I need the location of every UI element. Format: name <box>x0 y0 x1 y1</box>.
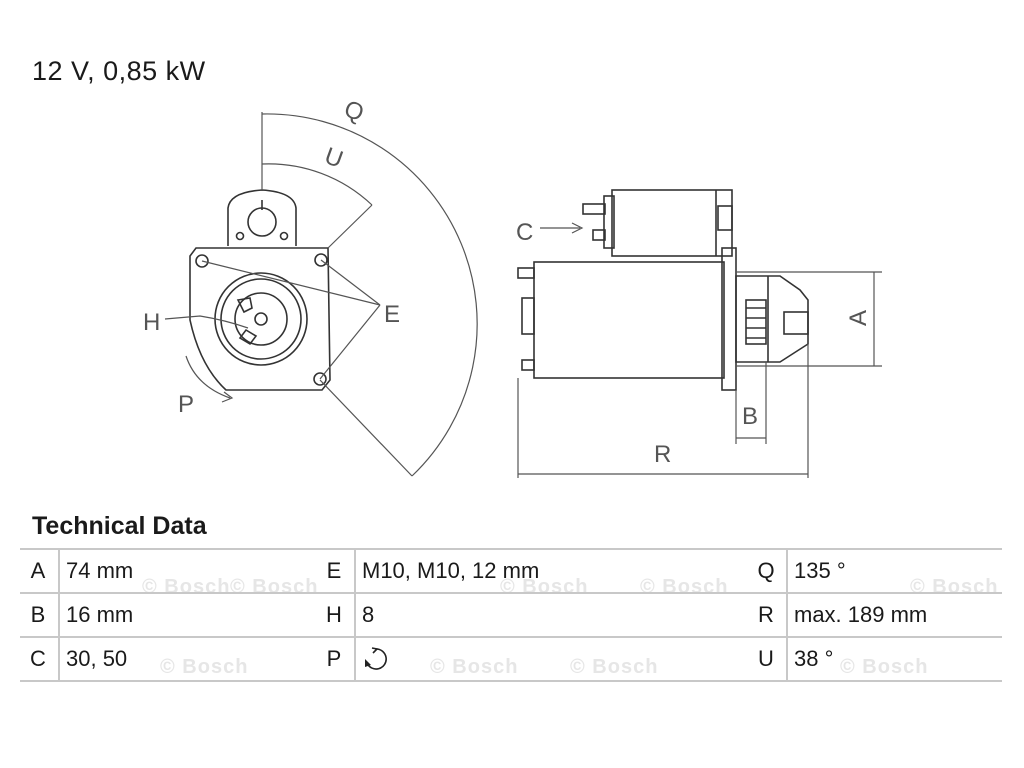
spec-key: E <box>326 558 342 583</box>
spec-value: M10, M10, 12 mm <box>354 550 742 592</box>
spec-row: A 74 mm E M10, M10, 12 mm Q 135 ° <box>20 548 1002 592</box>
spec-value: max. 189 mm <box>786 594 1000 636</box>
spec-key: A <box>30 558 46 583</box>
label-a: A <box>845 310 872 326</box>
label-r: R <box>654 441 671 468</box>
side-view <box>517 189 809 391</box>
side-view-dimensions <box>517 222 882 478</box>
technical-data-title: Technical Data <box>32 512 207 540</box>
spec-value: 8 <box>354 594 742 636</box>
spec-value: 38 ° <box>786 638 1000 680</box>
rotation-direction-icon <box>365 647 387 670</box>
label-u: U <box>321 142 347 173</box>
spec-value: 16 mm <box>58 594 312 636</box>
spec-key: Q <box>757 558 775 583</box>
label-e: E <box>384 301 400 328</box>
spec-key: P <box>326 646 342 671</box>
spec-key: C <box>30 646 46 671</box>
voltage-power-heading: 12 V, 0,85 kW <box>32 56 206 86</box>
technical-data-table: © Bosch © Bosch © Bosch © Bosch © Bosch … <box>20 548 1002 684</box>
label-p: P <box>178 391 194 418</box>
drawing-label-texts: Q U H E P C A B R <box>143 95 872 468</box>
spec-value: 30, 50 <box>58 638 312 680</box>
spec-row: C 30, 50 P U 38 ° <box>20 636 1002 682</box>
label-h: H <box>143 309 160 336</box>
label-q: Q <box>341 95 368 127</box>
spec-row: B 16 mm H 8 R max. 189 mm <box>20 592 1002 636</box>
label-c: C <box>516 219 533 246</box>
spec-key: U <box>758 646 774 671</box>
spec-key: B <box>30 602 46 627</box>
spec-key: R <box>758 602 774 627</box>
angle-dimensions <box>164 112 478 477</box>
spec-key: H <box>326 602 342 627</box>
label-b: B <box>742 403 758 430</box>
spec-value: 74 mm <box>58 550 312 592</box>
starter-motor-technical-drawing: Q U H E P C A B R <box>143 95 882 478</box>
front-view <box>189 189 331 391</box>
spec-value: 135 ° <box>786 550 1000 592</box>
spec-value-rotation <box>354 638 742 680</box>
